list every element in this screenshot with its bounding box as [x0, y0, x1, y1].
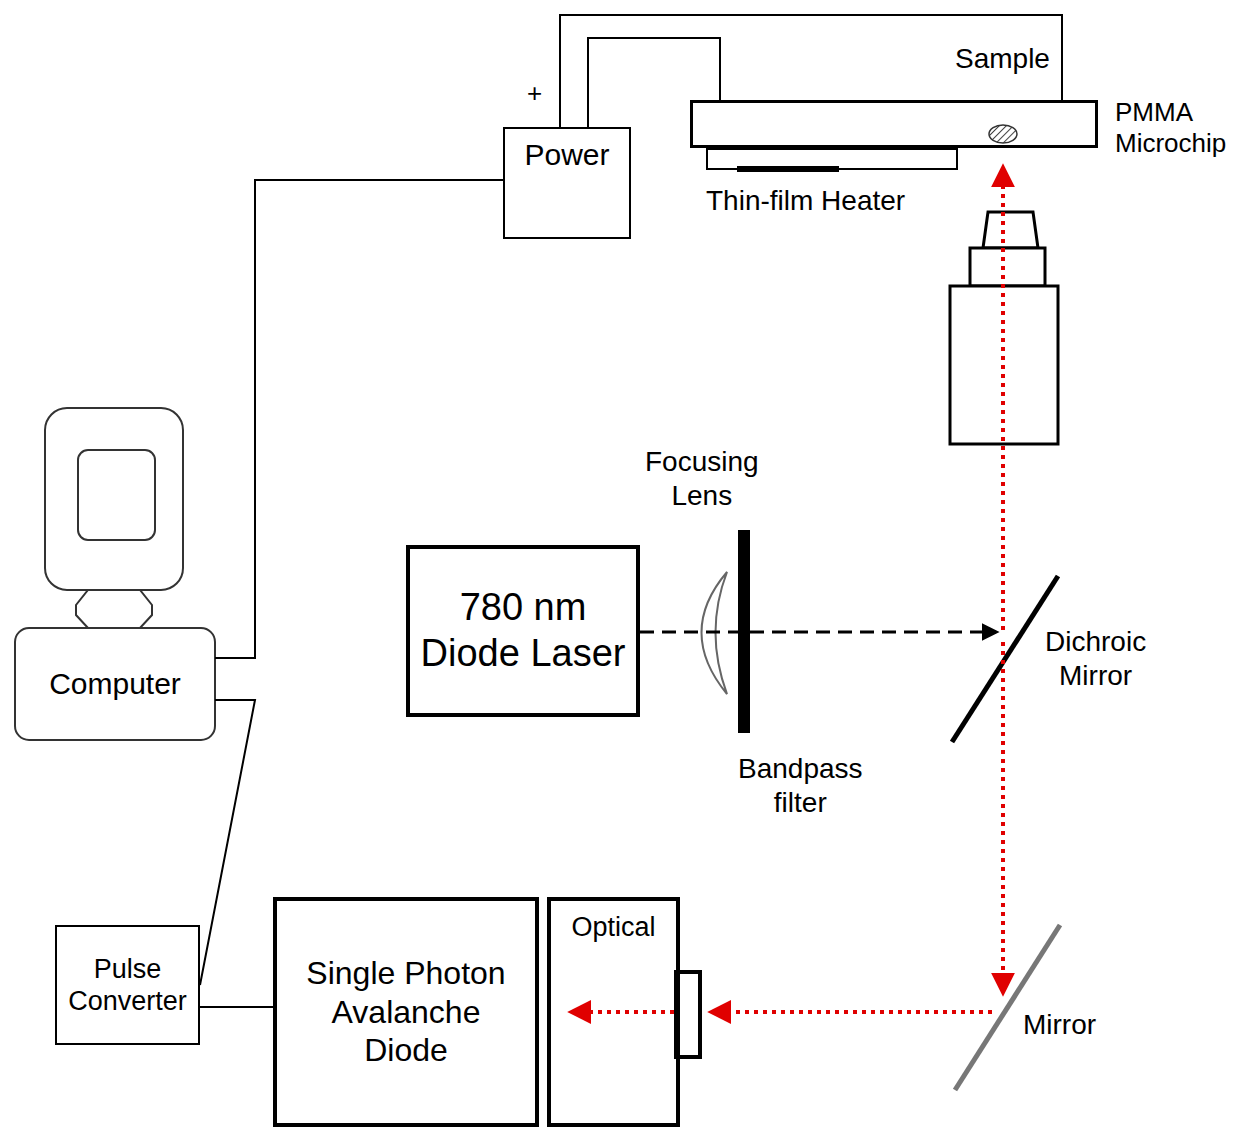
laser-beam: [640, 631, 996, 634]
node-label: Single Photon Avalanche Diode: [291, 954, 521, 1069]
objective-lens: [950, 212, 1058, 444]
spad-box: Single Photon Avalanche Diode: [273, 897, 539, 1127]
filter-label: Bandpass filter: [738, 752, 863, 819]
node-label: Pulse Converter: [68, 953, 187, 1018]
mirror-label: Mirror: [1023, 1008, 1096, 1042]
sample-spot: [989, 125, 1017, 143]
computer-monitor: [15, 408, 215, 740]
node-label: Computer: [49, 666, 181, 702]
node-label: Power: [524, 137, 609, 173]
wire: [560, 15, 1062, 127]
wire: [588, 38, 720, 127]
node-label: Thin-film Heater: [706, 184, 905, 218]
sample-label: Sample: [955, 42, 1050, 76]
wire: [200, 1006, 273, 1008]
wire: [215, 180, 503, 658]
wire: [200, 700, 255, 985]
microchip: PMMA Microchip: [690, 100, 1098, 148]
pulse-converter-box: Pulse Converter: [55, 925, 200, 1045]
node-label: Optical: [571, 911, 655, 943]
computer-box: Computer: [15, 628, 215, 740]
node-label: PMMA Microchip: [1115, 97, 1226, 159]
mirror: [955, 925, 1060, 1090]
power-supply-box: Power: [503, 127, 631, 239]
optical-box: Optical: [547, 897, 680, 1127]
node-label: 780 nm Diode Laser: [418, 585, 628, 676]
lens-label: Focusing Lens: [645, 445, 759, 512]
thin-film-heater: Thin-film Heater: [706, 148, 958, 170]
polarity-sign: +: [527, 78, 542, 109]
diode-laser-box: 780 nm Diode Laser: [406, 545, 640, 717]
dichroic-label: Dichroic Mirror: [1045, 625, 1146, 692]
